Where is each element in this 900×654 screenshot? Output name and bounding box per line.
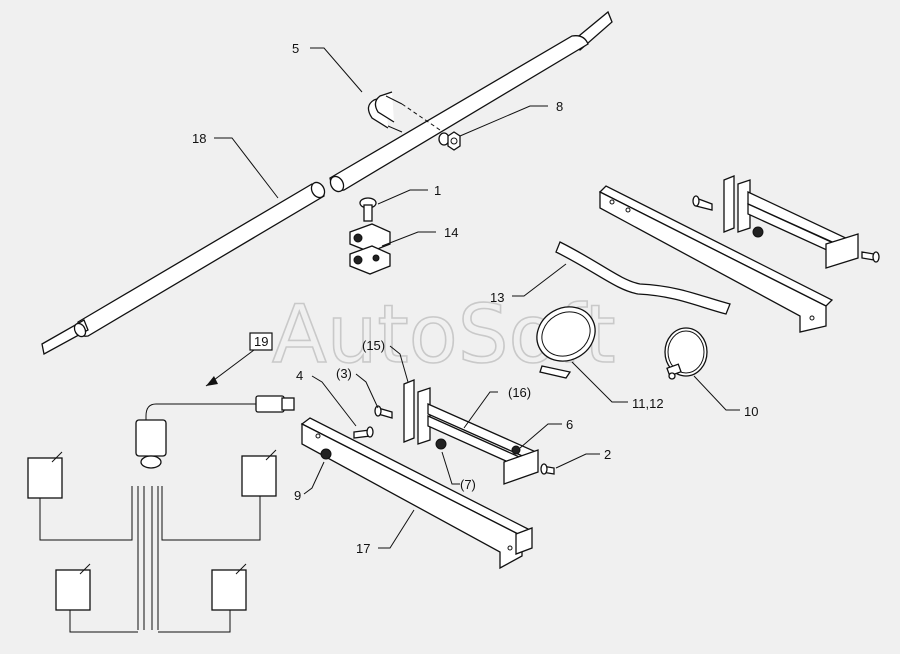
callout-labels: 5 8 18 1 14 13 (15) (3) 4 (16) 11,12 10 … xyxy=(192,41,758,556)
callout-6: 6 xyxy=(566,417,573,432)
callout-9: 9 xyxy=(294,488,301,503)
callout-10: 10 xyxy=(744,404,758,419)
callout-11-12: 11,12 xyxy=(632,396,664,411)
callout-8: 8 xyxy=(556,99,563,114)
callout-2: 2 xyxy=(604,447,611,462)
callout-5: 5 xyxy=(292,41,299,56)
callout-1: 1 xyxy=(434,183,441,198)
callout-3: (3) xyxy=(336,366,352,381)
hose-clamp-10 xyxy=(664,327,708,380)
upper-tube xyxy=(329,10,613,193)
bolt-1 xyxy=(359,197,377,222)
right-frame-bracket xyxy=(598,175,880,333)
lower-tube xyxy=(41,181,326,355)
lower-bar-17 xyxy=(300,417,533,570)
clamp-14 xyxy=(349,223,391,275)
callout-19: 19 xyxy=(254,334,268,349)
callout-4: 4 xyxy=(296,368,303,383)
callout-13: 13 xyxy=(490,290,504,305)
callout-19-box xyxy=(249,332,273,351)
nut-8 xyxy=(438,131,461,151)
center-frame-bracket xyxy=(374,379,555,485)
callout-15: (15) xyxy=(362,338,385,353)
cable-tie-11-12 xyxy=(536,306,596,379)
callout-7: (7) xyxy=(460,477,476,492)
wiring-harness-19 xyxy=(27,349,295,633)
callout-14: 14 xyxy=(444,225,458,240)
callout-18: 18 xyxy=(192,131,206,146)
u-bolt xyxy=(367,91,441,133)
leader-lines xyxy=(214,47,740,549)
callout-16: (16) xyxy=(508,385,531,400)
hose-13 xyxy=(555,241,731,315)
callout-17: 17 xyxy=(356,541,370,556)
